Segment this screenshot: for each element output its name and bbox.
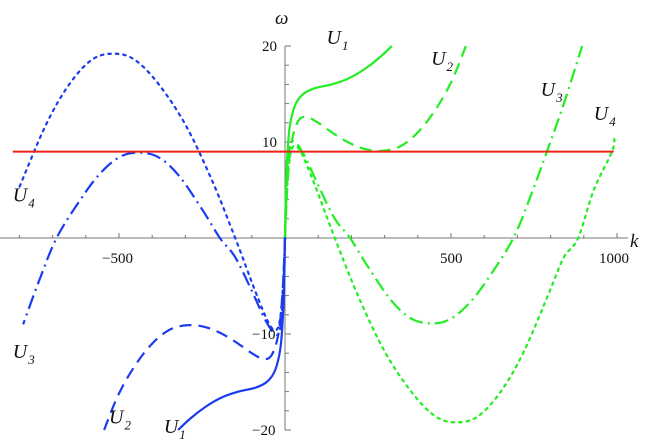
curve-u2-positive [283, 45, 467, 239]
x-axis-title: k [630, 231, 639, 252]
curve-label-u3: U3 [13, 341, 35, 367]
curve-label-u4: U4 [594, 103, 616, 129]
curve-u4-positive [283, 136, 616, 424]
curve-u4-negative [18, 52, 287, 332]
x-tick-label-neg500: −500 [102, 251, 133, 267]
curve-u2-negative [103, 237, 287, 431]
x-tick-label-1000: 1000 [599, 251, 629, 267]
curve-label-u2: U2 [109, 406, 131, 432]
y-tick-label-20: 20 [262, 39, 277, 55]
curves [18, 45, 616, 431]
y-tick-label-neg10: −10 [252, 327, 275, 343]
curve-u1-negative [177, 237, 287, 431]
curve-label-u2: U2 [431, 48, 453, 74]
curve-u3-negative [22, 151, 287, 336]
curve-label-u1: U1 [327, 27, 349, 53]
curve-label-u1: U1 [164, 416, 186, 440]
x-tick-label-500: 500 [440, 251, 463, 267]
curve-label-u4: U4 [13, 185, 35, 211]
x-axis [0, 233, 628, 239]
curve-u3-positive [283, 45, 584, 325]
y-tick-label-10: 10 [262, 135, 277, 151]
y-tick-label-neg20: −20 [252, 423, 275, 439]
y-axis-title: ω [275, 8, 288, 29]
curve-label-u3: U3 [541, 79, 563, 105]
curve-u1-positive [283, 45, 393, 239]
